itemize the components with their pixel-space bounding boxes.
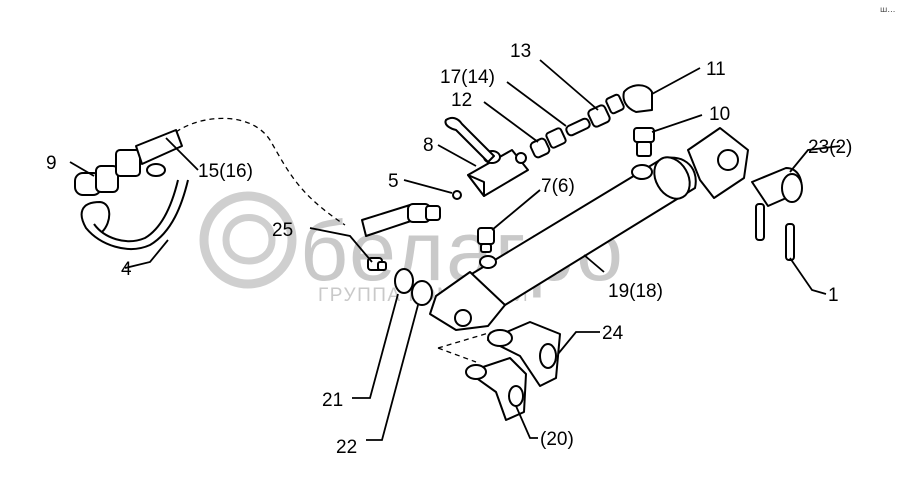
callout-4: 4 [121,259,132,280]
callout-15: 15(16) [198,161,253,182]
fitting-part-7 [477,227,495,253]
ball-valve-part-8 [444,116,529,197]
callout-11: 11 [706,59,726,80]
hose-part-4 [80,179,189,250]
callout-22: 22 [336,437,357,458]
hose-fitting-part-15 [361,203,441,237]
callout-10: 10 [709,104,730,125]
bracket-pin-part-24 [487,321,561,387]
callout-5: 5 [388,171,399,192]
callout-19: 19(18) [608,281,663,302]
hydraulic-cylinder-part-19 [429,127,749,331]
bracket-pin-part-20 [465,357,527,421]
watermark-logo-icon [199,191,297,289]
seal-ring-part-22 [411,280,433,306]
callout-1: 1 [828,285,839,306]
pin-part-23 [751,167,803,207]
fitting-part-5 [452,190,462,200]
callout-21: 21 [322,390,343,411]
quick-coupler-part-9 [74,129,183,196]
callout-12: 12 [451,90,472,111]
leader-lines [69,59,841,441]
callout-8: 8 [423,135,434,156]
callout-24: 24 [602,323,624,344]
adapter-part-10 [633,127,655,157]
corner-mark: ш… [880,5,895,14]
callout-9: 9 [46,153,57,174]
callout-7: 7(6) [541,176,575,197]
callout-17: 17(14) [440,67,495,88]
hose-part-4-inner [93,179,179,243]
hose-route-dashed-line [175,117,346,226]
callout-labels: 1 4 5 7(6) 8 9 10 11 12 13 15(16) 17(14)… [46,41,852,458]
assembly-dashed-line [437,331,493,363]
cotter-pins-part-1 [755,203,795,261]
callout-20: (20) [540,429,574,450]
elbow-fitting-part-11 [605,84,653,115]
callout-25: 25 [272,220,293,241]
fitting-part-12 [529,127,567,159]
seal-ring-part-21 [394,268,414,294]
tube-part-17 [565,117,591,137]
callout-13: 13 [510,41,531,62]
callout-23: 23(2) [808,137,852,158]
